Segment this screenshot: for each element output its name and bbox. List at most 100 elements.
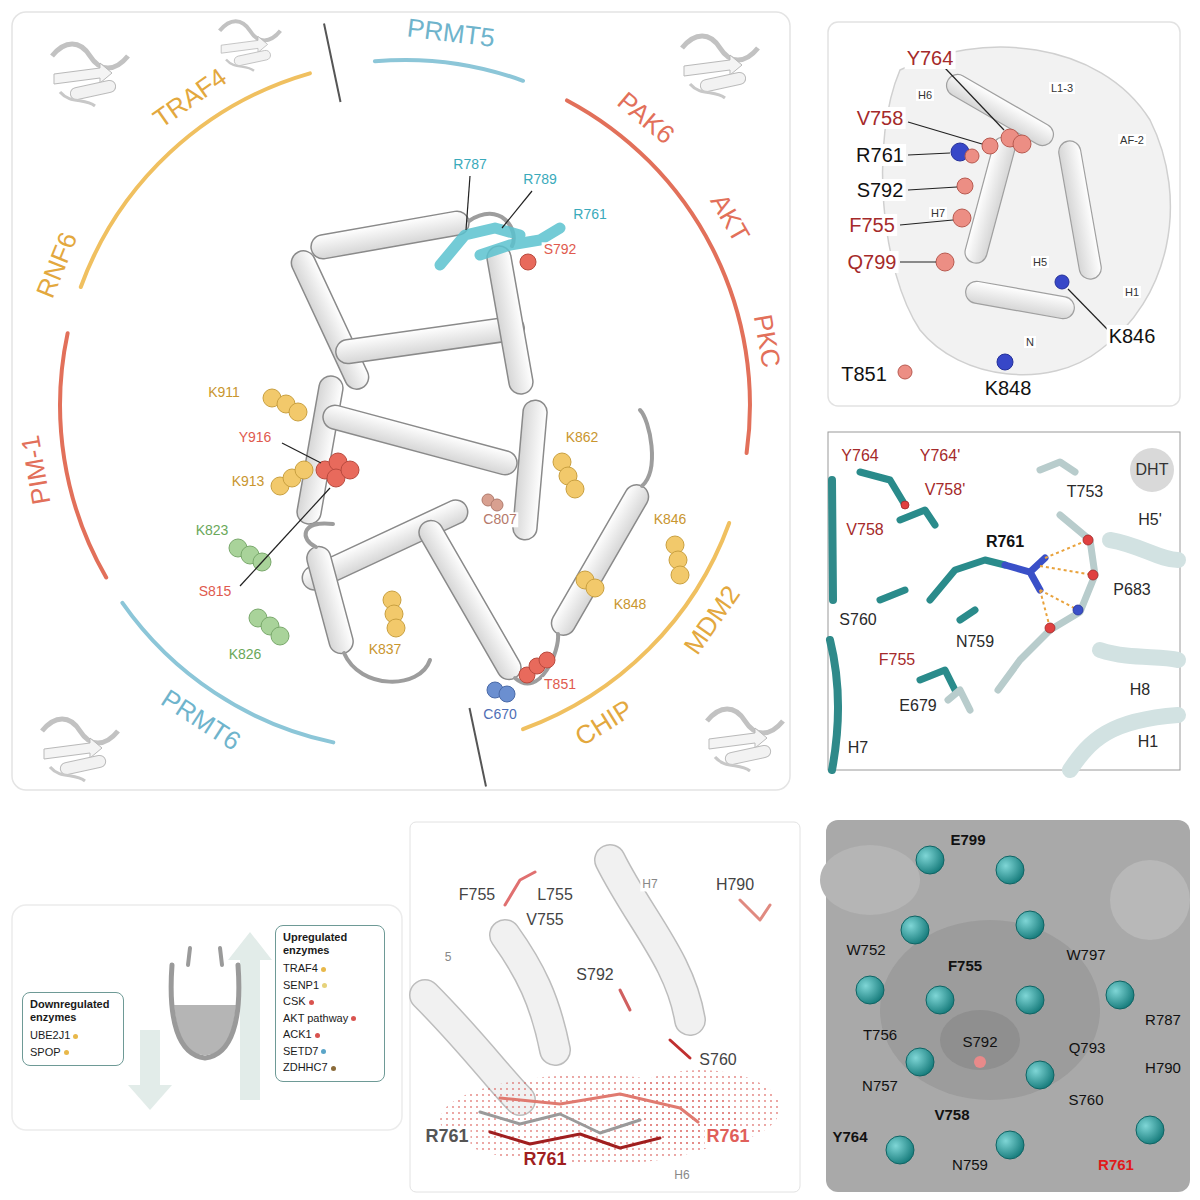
residue-label: H1 [1136,733,1160,751]
contact-dots [440,1070,780,1165]
residue-label: R761 [984,533,1026,551]
residue-sphere [1013,135,1031,153]
enzyme-name: ZDHHC7 [283,1059,377,1076]
residue-label: T851 [839,363,889,385]
atom [1083,535,1093,545]
residue-stick [900,510,935,525]
atom [1045,623,1055,633]
enzyme-box: Upregulated enzymesTRAF4SENP1CSKAKT path… [275,925,385,1082]
loop [640,410,652,486]
helix-outline [610,860,690,1020]
residue-label: R761 [571,207,608,222]
residue-label: N757 [860,1078,900,1095]
structure-label: N [1024,336,1036,348]
ar-lbd-ribbon [334,315,525,365]
enzyme-label: MDM2 [677,579,747,661]
phospho-sphere [341,461,359,479]
residue-stick [960,610,975,620]
binding-surface [974,1056,986,1068]
residue-label: T753 [1065,483,1105,501]
ar-lbd-ribbon [287,209,652,684]
residue-label: S815 [197,584,234,599]
leader-line [240,488,330,586]
residue-label: T851 [542,677,578,692]
lbd-surface [883,47,1171,375]
hydrogen-bond [1045,540,1088,558]
residue-label: K911 [206,385,242,400]
panel-frame [12,12,790,790]
enzyme-name: ACK1 [283,1026,377,1043]
residue-label: H8 [1128,681,1152,699]
enzyme-label: PAK6 [611,85,682,151]
residue-label: H790 [714,876,756,894]
residue-label: C807 [481,512,518,527]
residue-label: K913 [230,474,267,489]
residue-label: P683 [1111,581,1152,599]
residue-sphere [953,209,971,227]
atom [901,501,1098,633]
teal-helix [832,480,833,600]
residue-sphere [982,138,998,154]
enzyme-box: Downregulated enzymesUBE2J1SPOP [22,992,124,1066]
teal-helix [830,640,838,770]
lysine-sphere [387,619,405,637]
residue-label: S792 [855,179,906,201]
sumo-sphere [271,627,289,645]
partner-stick [1040,462,1075,472]
lbd-surface [883,47,1171,375]
enzyme-name: SETD7 [283,1043,377,1060]
residue-stick [480,872,770,1148]
binding-surface [820,845,920,915]
enzyme-name: SPOP [30,1044,116,1061]
residue-stick [740,900,770,920]
residue-sphere [1055,275,1069,289]
enzyme-name: UBE2J1 [30,1027,116,1044]
box-heading: Upregulated enzymes [283,931,377,957]
leader-line [908,122,982,144]
helix [1057,139,1103,281]
enzyme-label: AKT [704,187,756,249]
residue-label: K846 [652,512,689,527]
partner-helix [1070,715,1178,770]
residue-label: V758 [844,521,885,539]
lysine-sphere [263,389,689,637]
leader-line [502,191,532,228]
residue-label: E679 [897,697,938,715]
hydrogen-bond [1040,540,1093,628]
enzyme-label: PRMT5 [404,13,499,53]
hydrogen-bond [1040,590,1050,628]
residue-label: E799 [948,832,987,849]
partner-helix [1070,540,1178,770]
residue-label: F755 [877,651,917,669]
residue-label: V758 [855,107,906,129]
residue-label: Q799 [846,251,899,273]
residue-label: V755 [524,911,565,929]
structure-label: H1 [1123,286,1141,298]
residue-label: H790 [1143,1060,1183,1077]
residue-label: H7 [640,878,659,891]
leader-line [900,261,936,262]
binding-surface [820,845,1190,1100]
enzyme-label: RNF6 [30,226,83,303]
panel-frame [828,22,1180,406]
structure-label: L1-3 [1049,82,1075,94]
enzyme-arc [567,100,750,453]
residue-label: W752 [844,942,887,959]
helix [943,70,1103,320]
residue-stick [505,872,535,905]
box-heading: Downregulated enzymes [30,998,116,1024]
enzyme-name: AKT pathway [283,1010,377,1027]
cysteine-sphere [491,499,503,511]
residue-label: R787 [451,157,488,172]
panel-frame [12,905,402,1130]
surface-residue-sphere [886,1136,914,1164]
residue-label: L755 [535,886,575,904]
residue-sphere [957,178,973,194]
lysine-sphere [289,403,307,421]
residue-stick [620,990,630,1010]
surface-residue-sphere [916,846,944,874]
helix [610,860,690,1020]
enzyme-arc [60,333,106,577]
residue-sphere [997,354,1013,370]
